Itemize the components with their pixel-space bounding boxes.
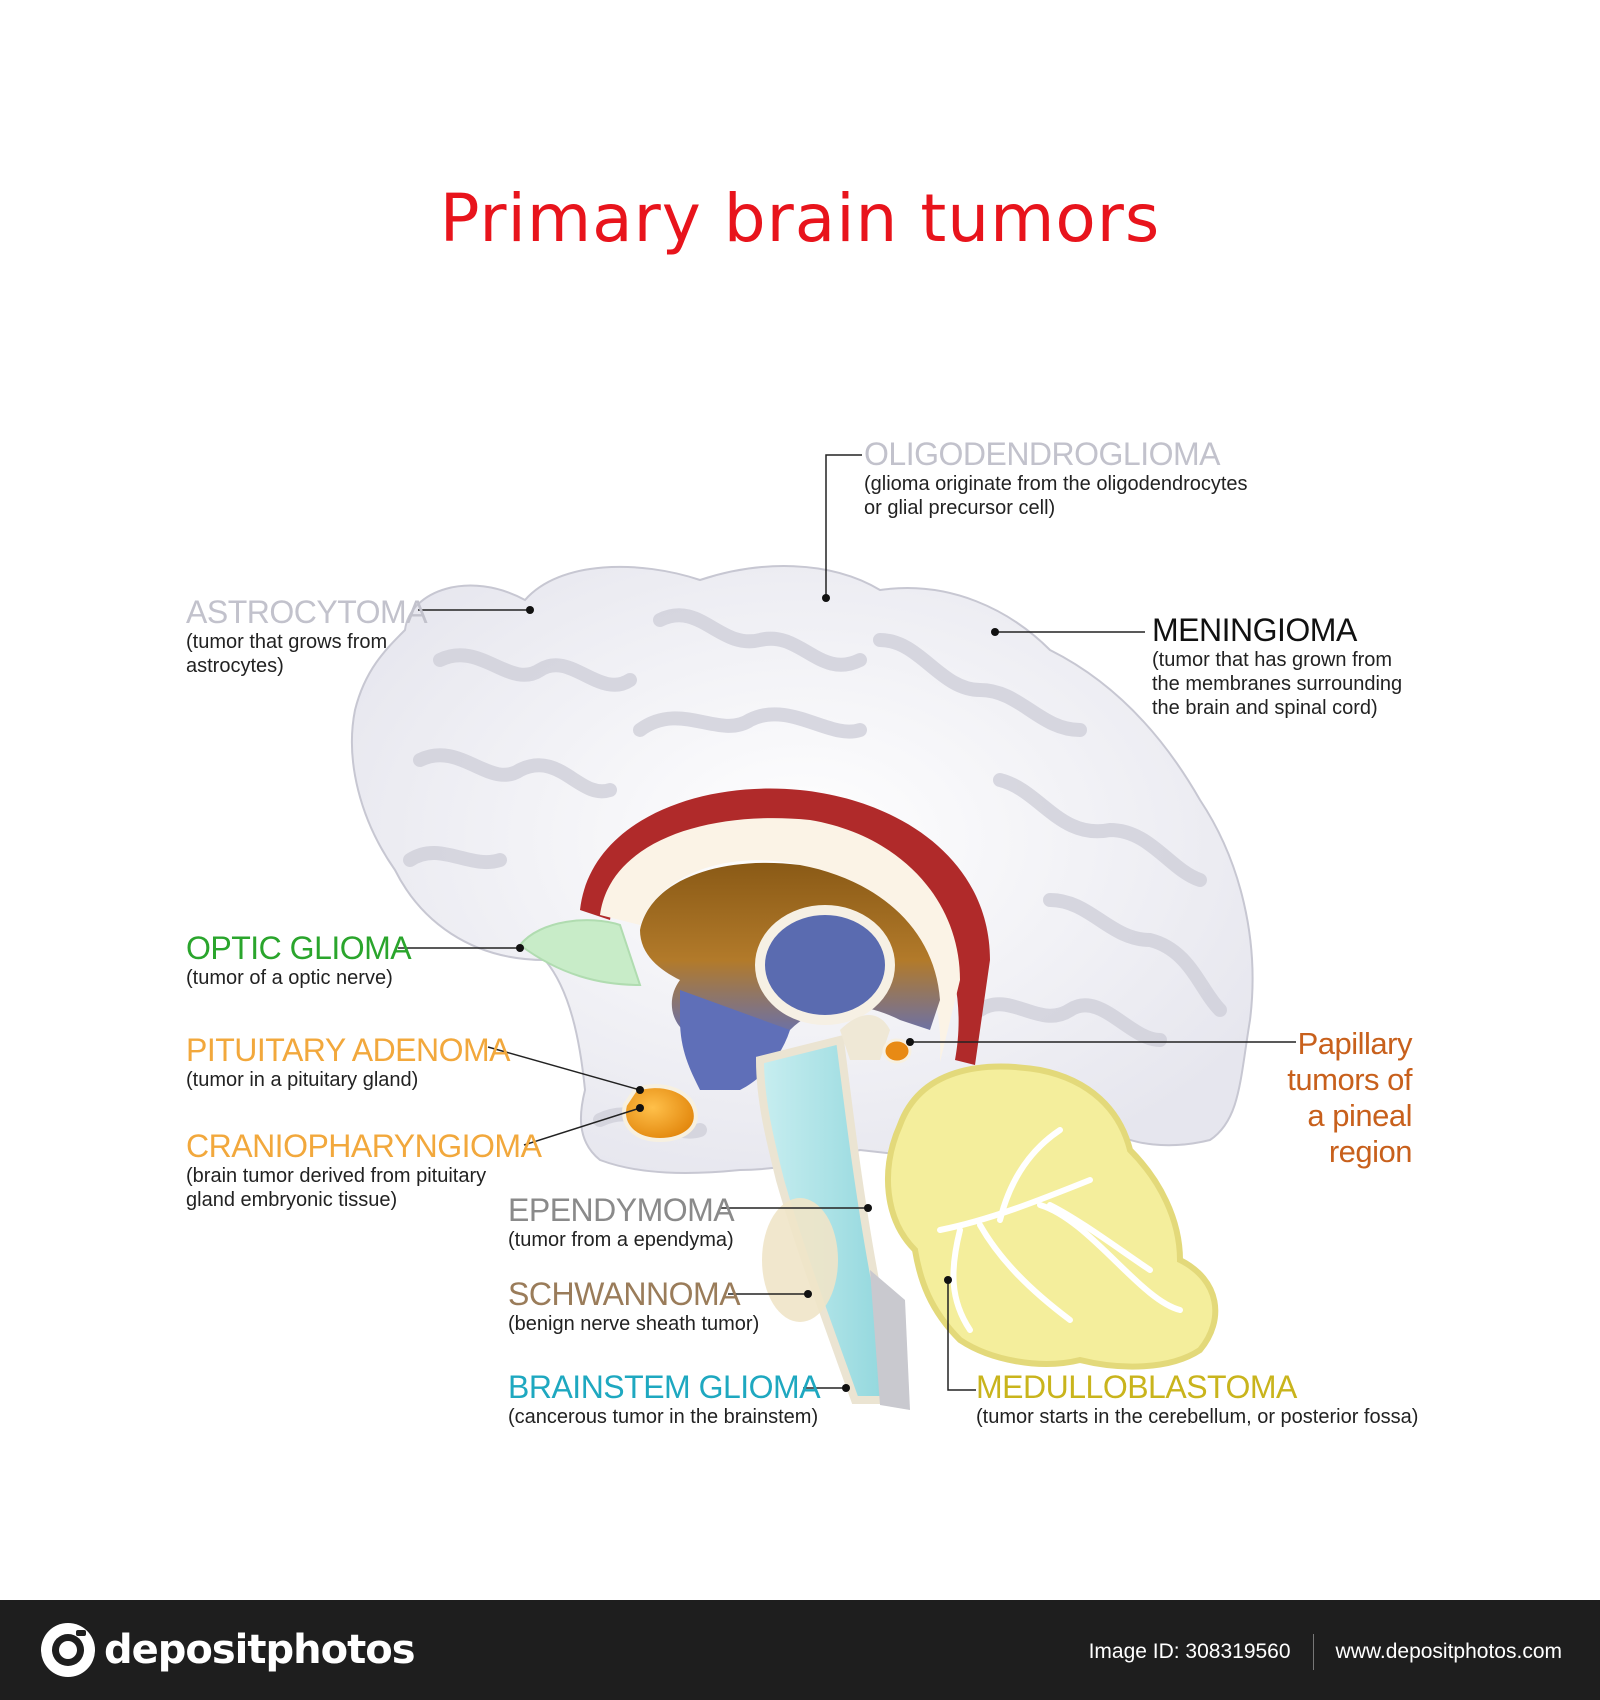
brand-name: depositphotos — [104, 1627, 416, 1673]
gyri-texture — [403, 608, 1227, 1139]
ependymoma-name: EPENDYMOMA — [508, 1192, 735, 1228]
papillary-line-3: a pineal — [1307, 1098, 1412, 1133]
meningioma-name: MENINGIOMA — [1152, 612, 1357, 648]
leader-lines — [398, 454, 1296, 1391]
craniopharyngioma-name: CRANIOPHARYNGIOMA — [186, 1128, 542, 1164]
astrocytoma-desc-2: astrocytes) — [186, 654, 284, 677]
brainstem-glioma-name: BRAINSTEM GLIOMA — [508, 1369, 821, 1405]
label-pituitary-adenoma: PITUITARY ADENOMA (tumor in a pituitary … — [186, 1032, 511, 1092]
medulloblastoma-name: MEDULLOBLASTOMA — [976, 1369, 1297, 1405]
label-schwannoma: SCHWANNOMA (benign nerve sheath tumor) — [508, 1276, 760, 1336]
label-oligodendroglioma: OLIGODENDROGLIOMA (glioma originate from… — [864, 436, 1248, 520]
leader-dots — [516, 594, 999, 1392]
craniopharyngioma-desc-1: (brain tumor derived from pituitary — [186, 1164, 487, 1187]
brand-logo[interactable]: depositphotos — [40, 1622, 416, 1678]
pituitary-tumor — [622, 1084, 698, 1143]
arbor-vitae — [937, 1127, 1183, 1333]
footer-info: Image ID: 308319560 www.depositphotos.co… — [1089, 1634, 1562, 1670]
optic-glioma-desc-1: (tumor of a optic nerve) — [186, 966, 393, 989]
watermark-footer: depositphotos Image ID: 308319560 www.de… — [0, 1600, 1600, 1700]
brainstem-glioma-desc-1: (cancerous tumor in the brainstem) — [508, 1405, 819, 1428]
astrocytoma-name: ASTROCYTOMA — [186, 594, 428, 630]
pons — [762, 1198, 838, 1322]
craniopharyngioma-desc-2: gland embryonic tissue) — [186, 1188, 398, 1211]
pineal-tumor — [882, 1038, 912, 1064]
label-brainstem-glioma: BRAINSTEM GLIOMA (cancerous tumor in the… — [508, 1369, 821, 1429]
oligodendroglioma-name: OLIGODENDROGLIOMA — [864, 436, 1220, 472]
astrocytoma-desc-1: (tumor that grows from — [186, 630, 388, 653]
optic-glioma-name: OPTIC GLIOMA — [186, 930, 412, 966]
oligodendroglioma-desc-2: or glial precursor cell) — [864, 496, 1056, 519]
papillary-line-1: Papillary — [1297, 1026, 1413, 1061]
label-craniopharyngioma: CRANIOPHARYNGIOMA (brain tumor derived f… — [186, 1128, 542, 1212]
image-id: Image ID: 308319560 — [1088, 1640, 1291, 1663]
meningioma-desc-1: (tumor that has grown from — [1152, 648, 1393, 671]
ependymoma-desc-1: (tumor from a ependyma) — [508, 1228, 734, 1251]
schwannoma-name: SCHWANNOMA — [508, 1276, 741, 1312]
label-meningioma: MENINGIOMA (tumor that has grown from th… — [1152, 612, 1403, 720]
oligodendroglioma-desc-1: (glioma originate from the oligodendrocy… — [864, 472, 1248, 495]
thalamus — [755, 905, 895, 1025]
meningioma-desc-2: the membranes surrounding — [1152, 672, 1403, 695]
pituitary-adenoma-name: PITUITARY ADENOMA — [186, 1032, 511, 1068]
page-title: Primary brain tumors — [439, 180, 1161, 257]
label-ependymoma: EPENDYMOMA (tumor from a ependyma) — [508, 1192, 735, 1252]
papillary-line-2: tumors of — [1287, 1062, 1412, 1097]
label-astrocytoma: ASTROCYTOMA (tumor that grows from astro… — [186, 594, 428, 678]
papillary-line-4: region — [1328, 1134, 1413, 1169]
camera-logo-icon — [41, 1623, 95, 1677]
pituitary-adenoma-desc-1: (tumor in a pituitary gland) — [186, 1068, 419, 1091]
label-medulloblastoma: MEDULLOBLASTOMA (tumor starts in the cer… — [976, 1369, 1419, 1429]
optic-nerve — [518, 919, 642, 987]
label-optic-glioma: OPTIC GLIOMA (tumor of a optic nerve) — [186, 930, 412, 990]
schwannoma-desc-1: (benign nerve sheath tumor) — [508, 1312, 760, 1335]
medulloblastoma-desc-1: (tumor starts in the cerebellum, or post… — [976, 1405, 1419, 1428]
footer-divider — [1312, 1634, 1314, 1670]
meningioma-desc-3: the brain and spinal cord) — [1152, 696, 1378, 719]
site-link[interactable]: www.depositphotos.com — [1335, 1640, 1562, 1663]
cerebellum — [885, 1063, 1219, 1370]
label-papillary-tumors: Papillary tumors of a pineal region — [1287, 1026, 1412, 1170]
